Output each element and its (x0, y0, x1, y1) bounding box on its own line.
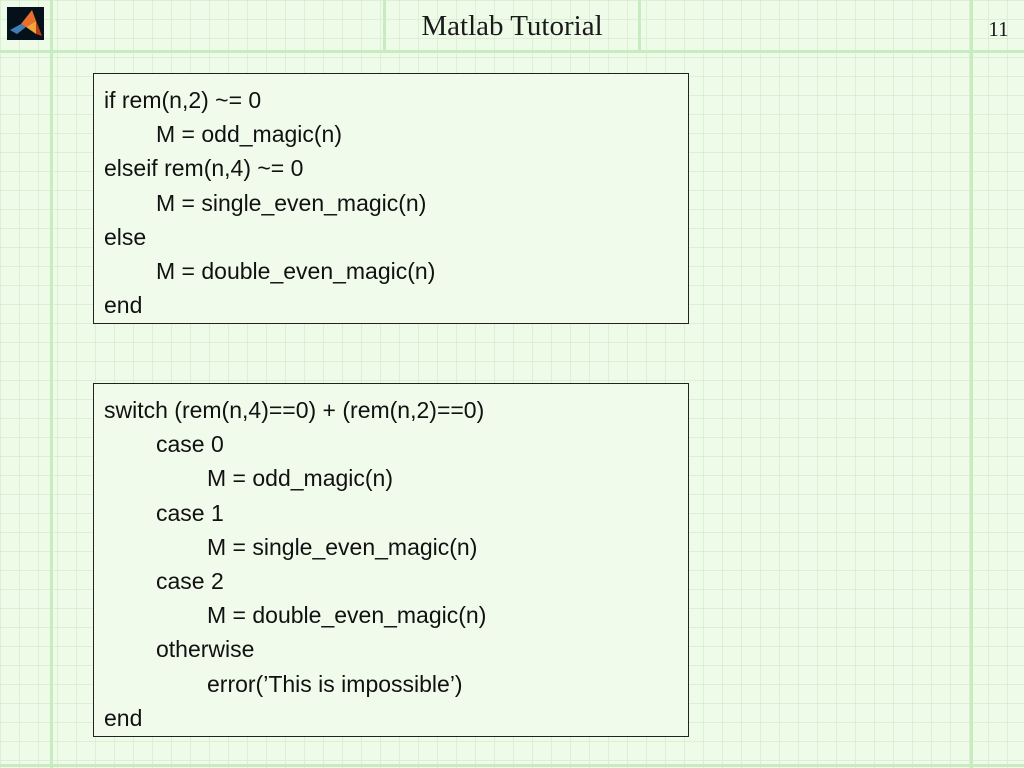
code-line: elseif rem(n,4) ~= 0 (104, 155, 304, 182)
code-line: switch (rem(n,4)==0) + (rem(n,2)==0) (104, 397, 485, 423)
code-line: case 0 (156, 431, 224, 458)
matlab-logo-icon (7, 7, 44, 40)
code-line: otherwise (156, 636, 255, 663)
header-divider (0, 50, 1024, 53)
right-margin-line (970, 0, 973, 768)
code-line: else (104, 223, 147, 250)
code-line: end (104, 292, 143, 319)
code-line: case 2 (156, 567, 224, 594)
code-line: M = odd_magic(n) (156, 121, 342, 148)
code-line: M = single_even_magic(n) (156, 189, 427, 216)
code-line: M = odd_magic(n) (207, 465, 393, 492)
left-margin-line (50, 0, 53, 768)
code-line: error(’This is impossible’) (207, 670, 463, 697)
code-line: if rem(n,2) ~= 0 (104, 87, 262, 113)
title-right-divider (638, 0, 641, 50)
if-elseif-code-block: if rem(n,2) ~= 0 M = odd_magic(n) elseif… (93, 73, 689, 324)
code-line: case 1 (156, 499, 224, 526)
title-left-divider (383, 0, 386, 50)
code-line: M = double_even_magic(n) (207, 602, 487, 629)
slide-title: Matlab Tutorial (421, 10, 603, 42)
code-line: M = single_even_magic(n) (207, 533, 478, 560)
footer-divider (0, 764, 1024, 767)
code-line: M = double_even_magic(n) (156, 257, 436, 284)
page-number: 11 (988, 17, 1009, 41)
code-line: end (104, 704, 143, 731)
switch-case-code-block: switch (rem(n,4)==0) + (rem(n,2)==0) cas… (93, 383, 689, 737)
